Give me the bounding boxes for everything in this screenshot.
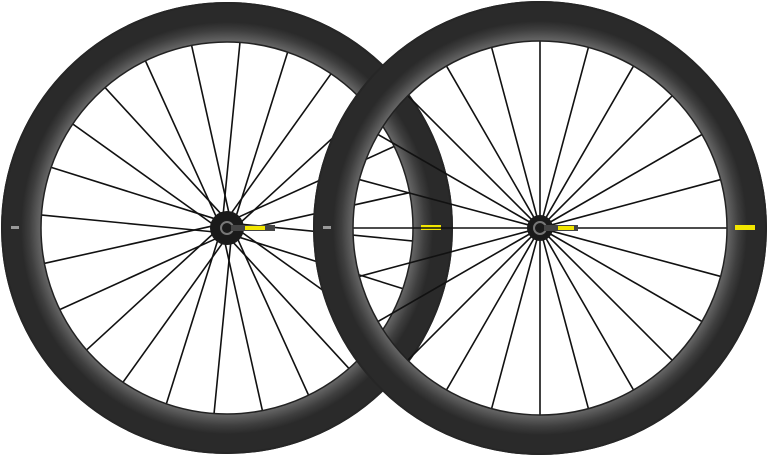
spoke [357,229,533,278]
spoke [547,178,723,227]
spoke [103,85,223,216]
spoke [42,225,214,265]
spoke [121,241,225,385]
axle-logo-decal [558,226,574,230]
front-wheel [313,1,767,455]
spoke [231,240,351,371]
hub [210,211,244,245]
spoke [213,241,232,416]
spoke [229,71,333,215]
spoke [236,237,311,398]
spoke [39,214,214,233]
spoke [164,238,219,406]
spoke [546,132,705,225]
spoke [444,234,537,393]
valve-icon [323,226,331,229]
spoke [236,144,397,219]
rim-inner-edge [352,40,728,416]
spoke [224,241,264,413]
spoke [444,63,537,222]
spoke [543,234,636,393]
spoke [375,132,534,225]
spoke [49,165,217,220]
tire-edge [313,1,767,455]
spoke [543,63,636,222]
spoke [541,235,590,411]
spoke [547,229,723,278]
spoke [235,50,290,218]
spoke [490,45,539,221]
spoke [545,233,675,363]
rim-logo-decal [735,225,755,230]
valve-icon [11,226,19,229]
spoke [405,93,535,223]
spoke [70,122,214,226]
spoke [222,40,241,215]
spoke [541,45,590,221]
spoke [490,235,539,411]
spoke [143,58,218,219]
axle-logo-decal [245,226,265,230]
spoke [57,237,218,312]
spoke [357,178,533,227]
spoke [375,231,534,324]
spoke [84,232,215,352]
spoke [190,43,230,215]
spoke [546,231,705,324]
spoke [405,233,535,363]
spoke [545,93,675,223]
hub [527,215,553,241]
